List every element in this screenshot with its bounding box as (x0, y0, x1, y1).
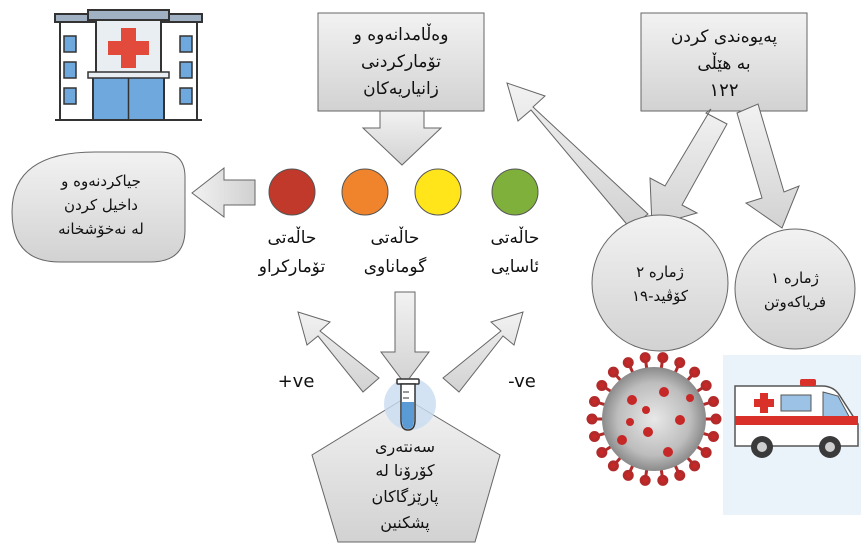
test-tube-icon (384, 378, 436, 431)
response-box: وەڵامدانەوە و تۆمارکردنی زانیاریەکان (317, 12, 485, 112)
virus-spike-tip (622, 357, 634, 369)
test-center-box: سەنتەری کۆرۆنا لە پارێزگاکان پشکنین (311, 397, 501, 543)
contact-box-line: بە هێڵی (697, 52, 750, 74)
svg-text:ژمارە ١: ژمارە ١ (771, 269, 819, 287)
virus-spike-tip (689, 366, 701, 378)
positive-label: +ve (278, 371, 315, 392)
isolation-admission-bubble: جیاکردنەوە و داخیل کردن لە نەخۆشخانە (11, 151, 186, 263)
arrow-negative-to-normal (442, 311, 524, 393)
status-label-normal: حاڵەتی ئاسایی (491, 226, 540, 277)
virus-spike-tip (589, 430, 601, 442)
virus-spike-tip (589, 396, 601, 408)
virus-spike-tip (707, 430, 719, 442)
virus-icon (586, 352, 722, 486)
response-box-line: تۆمارکردنی (361, 52, 441, 72)
svg-text:ژمارە ٢: ژمارە ٢ (636, 263, 684, 281)
virus-spike-tip (607, 366, 619, 378)
status-circle-normal-yellow (414, 168, 462, 216)
virus-spike-tip (622, 469, 634, 481)
virus-spike-tip (710, 413, 722, 425)
status-circle-normal-green (491, 168, 539, 216)
virus-spike-tip (657, 474, 669, 486)
emergency-line-1-node: ژمارە ١ فریاکەوتن (734, 228, 856, 350)
virus-spike-tip (586, 413, 598, 425)
status-label-suspected: حاڵەتی گوماناوی (364, 226, 427, 277)
svg-text:فریاکەوتن: فریاکەوتن (764, 293, 826, 311)
isolation-bubble-line: جیاکردنەوە و (60, 172, 141, 190)
status-label-registered: حاڵەتی تۆمارکراو (258, 226, 326, 277)
contact-box-line: ١٢٢ (709, 80, 738, 101)
response-box-line: وەڵامدانەوە و (353, 23, 449, 45)
svg-text:ئاسایی: ئاسایی (491, 257, 539, 277)
virus-spike-tip (607, 460, 619, 472)
hospital-icon (54, 9, 203, 121)
negative-label: -ve (508, 371, 536, 392)
arrow-to-isolation-bubble (191, 166, 256, 218)
virus-spike-tip (689, 460, 701, 472)
isolation-bubble-line: لە نەخۆشخانە (58, 220, 144, 238)
arrow-node-to-response-box (506, 82, 649, 229)
covid19-line-2-node: ژمارە ٢ کۆڤید-١٩ (591, 214, 729, 352)
arrow-down-to-statuses (361, 110, 443, 166)
svg-text:کۆرۆنا لە: کۆرۆنا لە (375, 461, 435, 481)
ambulance-icon (723, 355, 861, 515)
svg-text:حاڵەتی: حاڵەتی (268, 226, 317, 248)
virus-spike-tip (700, 379, 712, 391)
isolation-bubble-line: داخیل کردن (64, 196, 138, 214)
svg-text:پارێزگاکان: پارێزگاکان (371, 487, 438, 507)
virus-spike-tip (657, 352, 669, 364)
svg-text:تۆمارکراو: تۆمارکراو (258, 257, 326, 277)
virus-spike-tip (639, 474, 651, 486)
status-circle-registered (268, 168, 316, 216)
arrow-down-to-test-center (380, 291, 430, 385)
arrow-contact-to-right-node (736, 103, 800, 229)
svg-text:گوماناوی: گوماناوی (364, 256, 427, 277)
svg-text:سەنتەری: سەنتەری (375, 437, 435, 457)
svg-text:حاڵەتی: حاڵەتی (491, 226, 540, 248)
svg-text:حاڵەتی: حاڵەتی (371, 226, 420, 248)
virus-spike-tip (596, 379, 608, 391)
response-box-line: زانیاریەکان (363, 79, 439, 99)
virus-spike-tip (707, 396, 719, 408)
virus-spike-tip (700, 447, 712, 459)
arrow-contact-to-left-node (649, 108, 728, 227)
virus-spike-tip (674, 469, 686, 481)
svg-text:کۆڤید-١٩: کۆڤید-١٩ (632, 287, 689, 305)
contact-122-box: پەیوەندی کردن بە هێڵی ١٢٢ (640, 12, 808, 112)
arrow-positive-to-registered (297, 311, 380, 393)
virus-spike-tip (639, 352, 651, 364)
virus-spike-tip (674, 357, 686, 369)
virus-spike-tip (596, 447, 608, 459)
status-circle-suspected (341, 168, 389, 216)
svg-text:پشکنین: پشکنین (380, 513, 429, 533)
contact-box-line: پەیوەندی کردن (671, 27, 777, 47)
